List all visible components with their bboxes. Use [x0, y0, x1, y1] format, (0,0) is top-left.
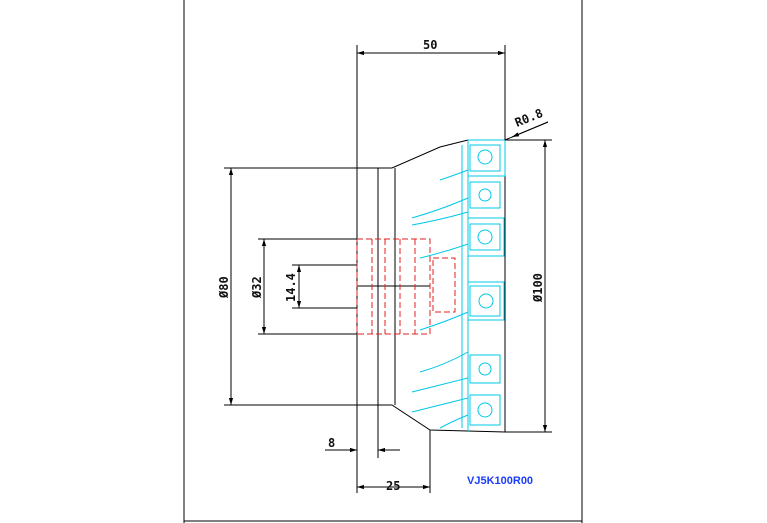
dim-keyway-width: 14.4: [284, 273, 298, 302]
dim-bore-diameter: Ø32: [250, 276, 264, 299]
insert: [469, 285, 501, 317]
cutter-body-outline: [356, 139, 506, 433]
insert: [469, 394, 501, 426]
cutting-inserts: [411, 139, 506, 432]
insert-screw: [477, 229, 493, 245]
insert-screw: [478, 362, 492, 376]
insert-screw: [478, 188, 492, 202]
insert-screw: [477, 402, 493, 418]
insert-screw: [477, 149, 493, 165]
dim-body-diameter: Ø80: [217, 276, 231, 299]
dim-corner-radius: R0.8: [513, 106, 545, 130]
insert: [469, 223, 501, 251]
insert: [469, 144, 501, 172]
insert-screw: [478, 293, 494, 309]
insert: [469, 181, 501, 209]
dim-cutter-diameter: Ø100: [531, 273, 545, 303]
dim-body-length: 25: [386, 479, 400, 493]
sheet-border: [183, 0, 583, 523]
dim-flange-thickness: 8: [328, 436, 335, 450]
dimension-lines: [224, 45, 552, 493]
dim-overall-length: 50: [423, 38, 437, 52]
insert: [467, 281, 505, 321]
model-code-label: VJ5K100R00: [467, 475, 533, 487]
insert: [469, 354, 501, 384]
bore-hidden-lines: [356, 238, 456, 335]
